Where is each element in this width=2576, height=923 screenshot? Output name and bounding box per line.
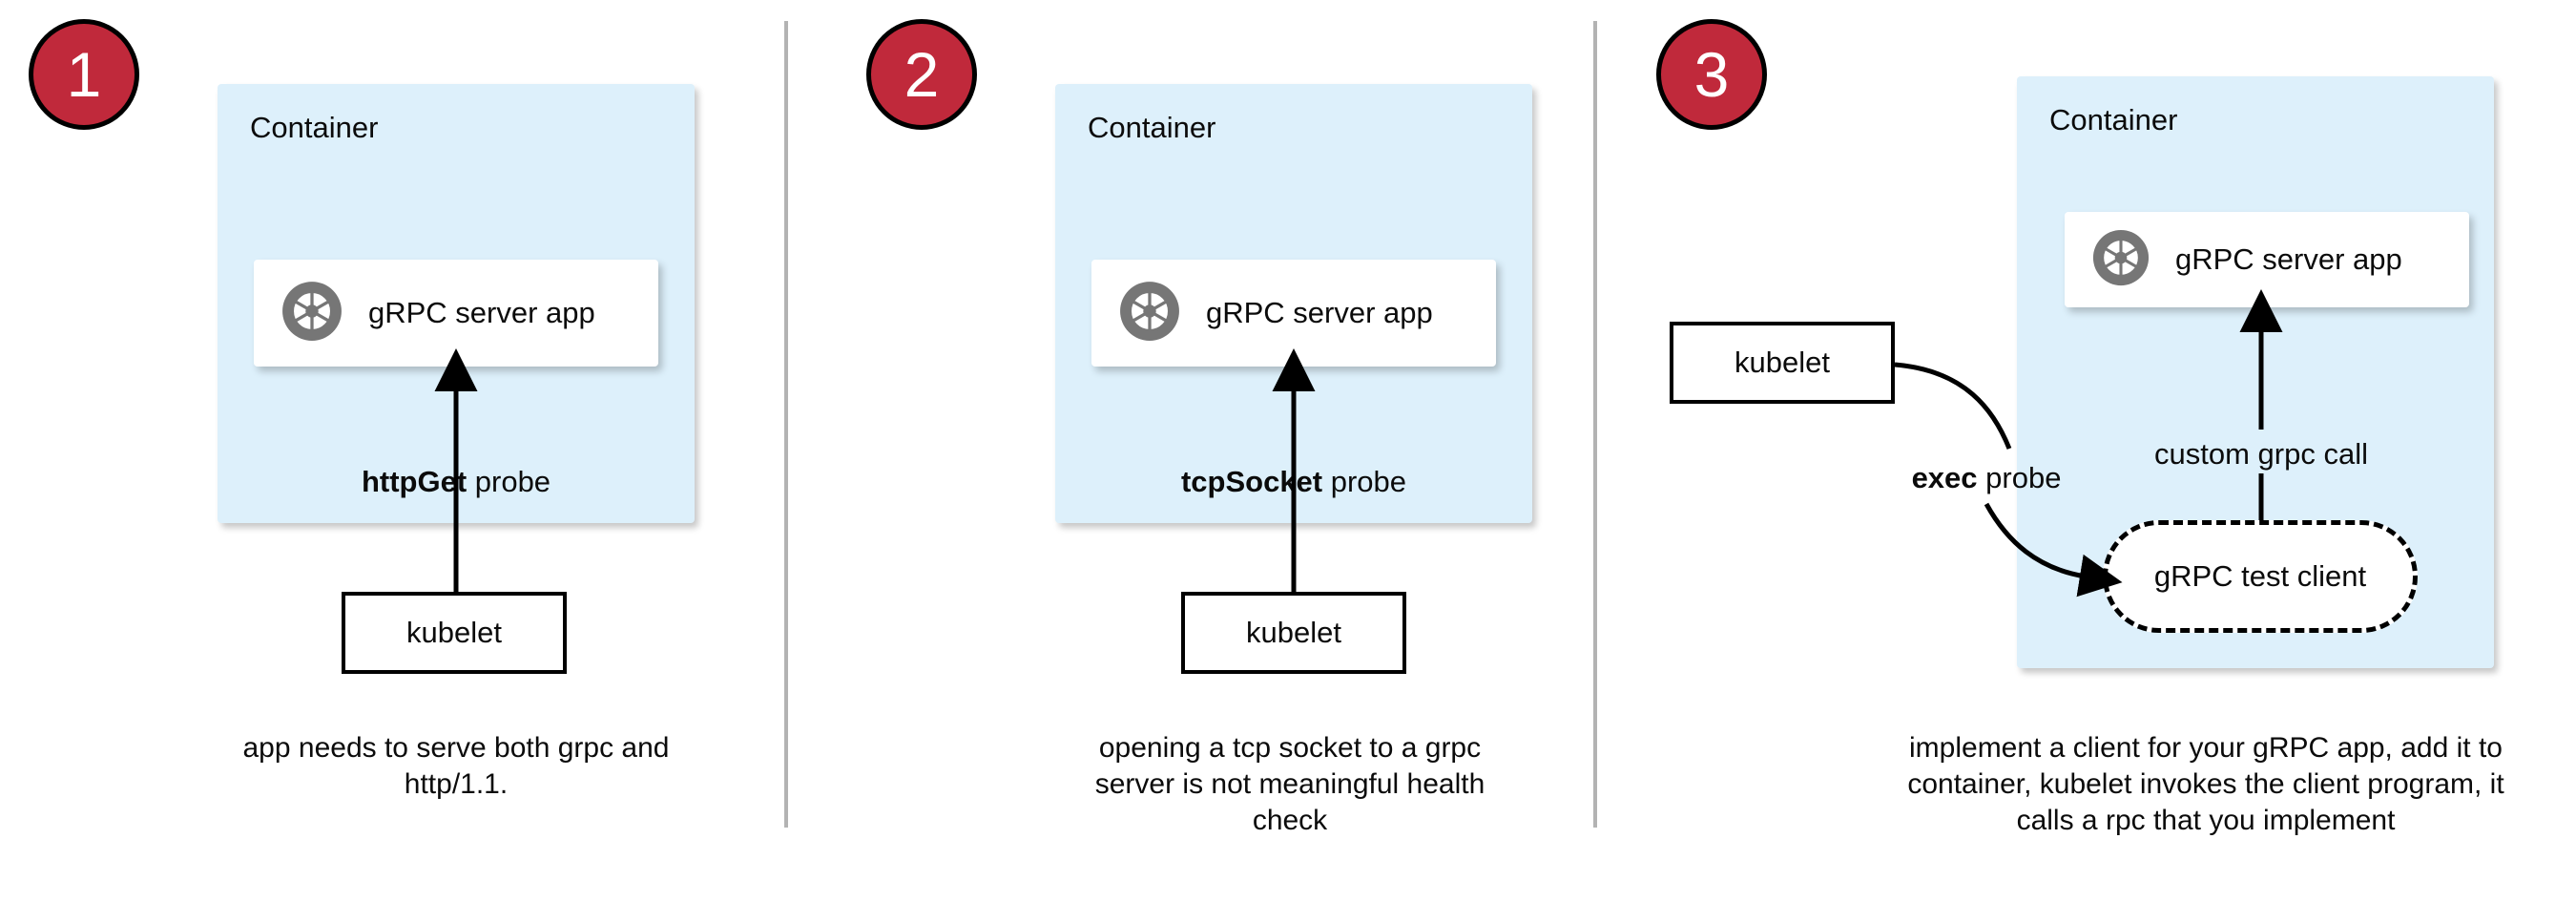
grpc-server-app-label-2: gRPC server app — [1206, 296, 1433, 329]
grpc-server-app-card-1: gRPC server app — [254, 260, 658, 367]
kubelet-box-1: kubelet — [342, 592, 567, 674]
caption-3: implement a client for your gRPC app, ad… — [1891, 730, 2521, 838]
caption-2: opening a tcp socket to a grpc server is… — [1066, 730, 1514, 838]
grpc-server-app-card-2: gRPC server app — [1091, 260, 1496, 367]
exec-probe-label-3-bold: exec — [1911, 461, 1978, 494]
probe-label-2: tcpSocket probe — [1181, 465, 1406, 499]
probe-label-1: httpGet probe — [362, 465, 551, 499]
kubelet-label-2: kubelet — [1246, 616, 1341, 649]
step-badge-1: 1 — [29, 19, 139, 130]
caption-3-text: implement a client for your gRPC app, ad… — [1907, 732, 2504, 836]
grpc-server-app-label-3: gRPC server app — [2175, 242, 2402, 276]
grpc-server-app-card-3: gRPC server app — [2065, 212, 2469, 307]
step-badge-2: 2 — [866, 19, 977, 130]
custom-grpc-call-text: custom grpc call — [2154, 437, 2368, 471]
panel-divider-1 — [784, 21, 788, 828]
kubelet-label-1: kubelet — [406, 616, 502, 649]
container-label-2: Container — [1088, 111, 1216, 144]
probe-label-2-bold: tcpSocket — [1180, 465, 1323, 498]
kubelet-box-2: kubelet — [1181, 592, 1406, 674]
step-badge-1-number: 1 — [66, 39, 102, 110]
step-badge-3-number: 3 — [1693, 39, 1730, 110]
panel-divider-2 — [1593, 21, 1597, 828]
kubelet-label-3: kubelet — [1735, 346, 1830, 379]
grpc-test-client-pill-3: gRPC test client — [2103, 520, 2418, 633]
probe-label-1-rest: probe — [467, 465, 551, 498]
kubelet-box-3: kubelet — [1670, 322, 1895, 404]
caption-1: app needs to serve both grpc and http/1.… — [232, 730, 680, 803]
custom-grpc-call-label-3: custom grpc call — [2154, 437, 2368, 472]
exec-probe-label-3-rest: probe — [1977, 461, 2062, 494]
grpc-test-client-label: gRPC test client — [2153, 559, 2367, 593]
container-label-3: Container — [2049, 103, 2178, 136]
aperture-icon — [280, 280, 343, 347]
aperture-icon — [1118, 280, 1181, 347]
step-badge-3: 3 — [1656, 19, 1767, 130]
container-label-1: Container — [250, 111, 379, 144]
probe-label-2-rest: probe — [1322, 465, 1407, 498]
caption-1-text: app needs to serve both grpc and http/1.… — [242, 732, 670, 800]
caption-2-text: opening a tcp socket to a grpc server is… — [1094, 732, 1485, 836]
step-badge-2-number: 2 — [904, 39, 940, 110]
aperture-icon — [2091, 228, 2150, 292]
probe-label-1-bold: httpGet — [361, 465, 467, 498]
grpc-server-app-label-1: gRPC server app — [368, 296, 595, 329]
exec-probe-label-3: exec probe — [1912, 461, 2062, 495]
